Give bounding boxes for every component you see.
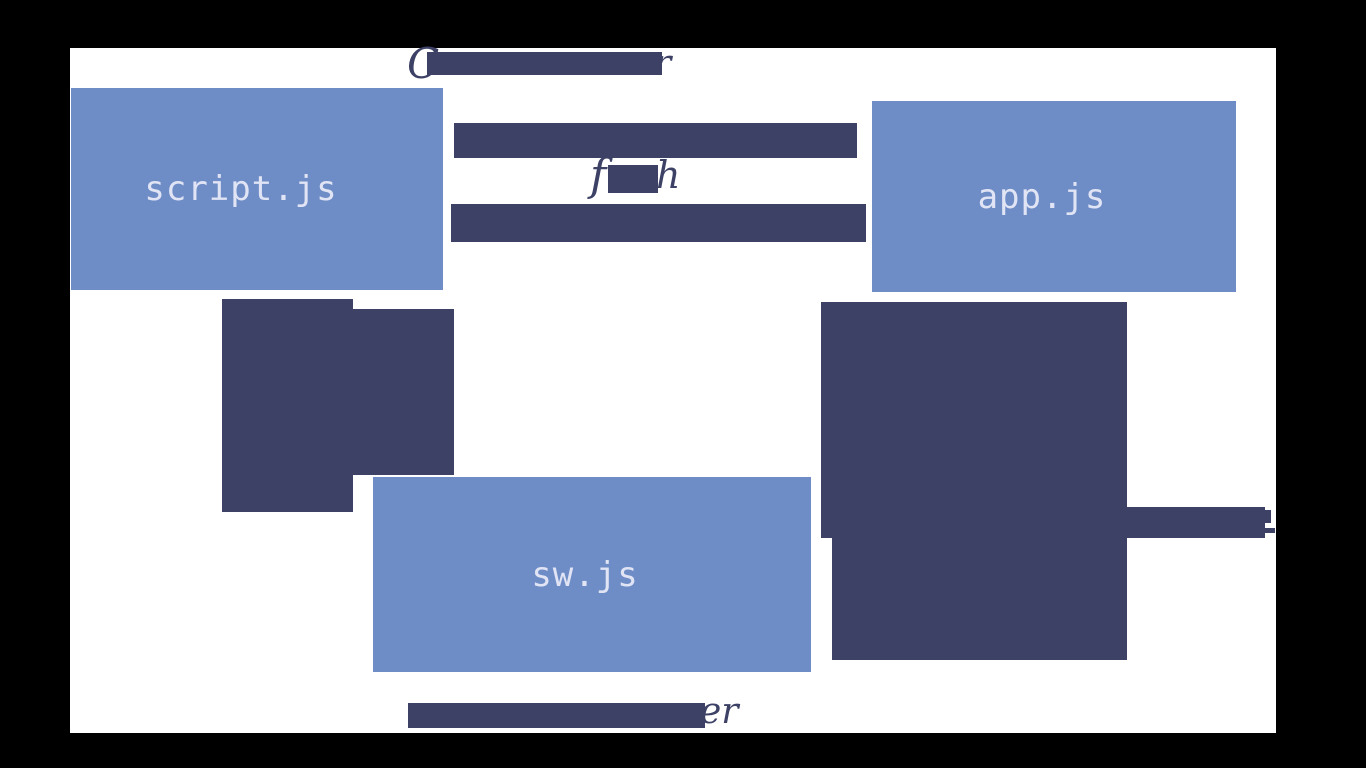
left-redaction-block-short xyxy=(353,309,454,475)
script-js-box: script.js xyxy=(71,88,443,290)
left-redaction-block-tall xyxy=(222,299,353,512)
bottom-title-suffix: er xyxy=(700,691,739,732)
sw-js-box: sw.js xyxy=(373,477,811,672)
right-letter-fragment-tail xyxy=(1265,528,1275,533)
fetch-label-prefix: f xyxy=(590,150,607,201)
diagram-canvas: C r script.js app.js f h sw.js xyxy=(70,43,1276,733)
right-redaction-block-upper xyxy=(821,302,1127,538)
sw-js-label: sw.js xyxy=(531,554,639,595)
top-title-redaction-bar xyxy=(427,52,662,75)
right-redaction-side-bar xyxy=(1127,507,1265,538)
app-js-box: app.js xyxy=(872,101,1236,292)
right-redaction-block-lower xyxy=(832,538,1127,660)
fetch-label-redaction xyxy=(608,165,658,193)
script-js-label: script.js xyxy=(144,169,338,209)
fetch-label-suffix: h xyxy=(656,153,681,197)
right-letter-fragment-nub xyxy=(1265,510,1271,523)
bottom-title-redaction-bar xyxy=(408,703,705,728)
response-redaction-bar xyxy=(451,204,866,242)
top-title-suffix: r xyxy=(654,43,672,84)
app-js-label: app.js xyxy=(977,176,1107,217)
request-redaction-bar xyxy=(454,123,857,158)
